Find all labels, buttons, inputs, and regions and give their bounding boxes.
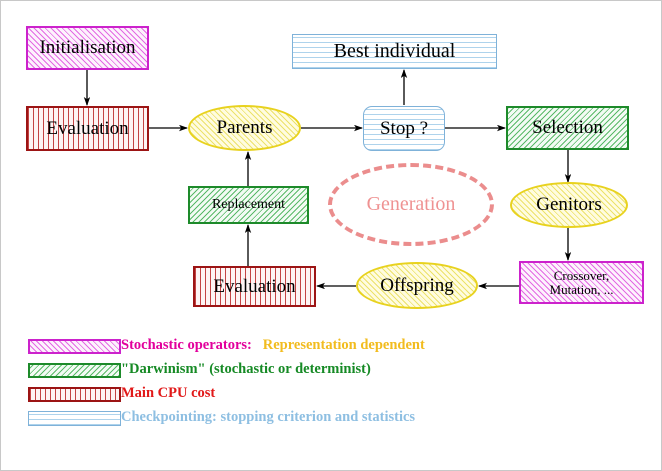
node-parents: Parents bbox=[188, 105, 301, 151]
node-genitors: Genitors bbox=[510, 182, 628, 228]
node-stop: Stop ? bbox=[363, 106, 445, 151]
legend-text-checkpointing: Checkpointing: stopping criterion and st… bbox=[121, 409, 415, 426]
legend-primary-stochastic-operators: Stochastic operators: bbox=[121, 337, 252, 353]
node-initialisation: Initialisation bbox=[26, 26, 149, 70]
node-label-initialisation: Initialisation bbox=[39, 37, 136, 59]
node-label-evaluation-top: Evaluation bbox=[46, 117, 129, 139]
legend: Stochastic operators: Representation dep… bbox=[1, 337, 661, 435]
legend-swatch-main-cpu-cost bbox=[28, 387, 121, 402]
node-label-crossover-mutation: Crossover, Mutation, ... bbox=[549, 267, 614, 297]
legend-swatch-darwinism bbox=[28, 363, 121, 378]
node-label-selection: Selection bbox=[532, 117, 603, 139]
node-replacement: Replacement bbox=[188, 186, 309, 224]
node-label-offspring: Offspring bbox=[380, 274, 454, 296]
legend-swatch-stochastic-operators bbox=[28, 339, 121, 354]
legend-text-darwinism: "Darwinism" (stochastic or determinist) bbox=[121, 361, 371, 378]
legend-gap bbox=[252, 337, 263, 353]
legend-row-stochastic-operators: Stochastic operators: Representation dep… bbox=[1, 337, 661, 363]
node-evaluation-top: Evaluation bbox=[26, 106, 149, 151]
legend-text-stochastic-operators: Stochastic operators: Representation dep… bbox=[121, 337, 425, 354]
node-label-replacement: Replacement bbox=[211, 196, 286, 212]
node-label-best-individual: Best individual bbox=[333, 40, 456, 62]
legend-text-main-cpu-cost: Main CPU cost bbox=[121, 385, 215, 402]
legend-row-darwinism: "Darwinism" (stochastic or determinist) bbox=[1, 361, 661, 387]
node-label-stop: Stop ? bbox=[379, 117, 429, 139]
legend-secondary-stochastic-operators: Representation dependent bbox=[262, 337, 425, 353]
legend-primary-darwinism: "Darwinism" (stochastic or determinist) bbox=[121, 361, 371, 377]
legend-row-checkpointing: Checkpointing: stopping criterion and st… bbox=[1, 409, 661, 435]
node-generation: Generation bbox=[328, 163, 494, 246]
node-label-evaluation-bottom: Evaluation bbox=[213, 275, 296, 297]
legend-row-main-cpu-cost: Main CPU cost bbox=[1, 385, 661, 411]
legend-swatch-checkpointing bbox=[28, 411, 121, 426]
node-selection: Selection bbox=[506, 106, 629, 150]
node-crossover-mutation: Crossover, Mutation, ... bbox=[519, 261, 644, 304]
node-label-generation: Generation bbox=[366, 193, 456, 215]
node-offspring: Offspring bbox=[356, 262, 478, 309]
node-label-parents: Parents bbox=[216, 117, 273, 139]
node-evaluation-bottom: Evaluation bbox=[193, 266, 316, 307]
node-best-individual: Best individual bbox=[292, 34, 497, 69]
legend-primary-main-cpu-cost: Main CPU cost bbox=[121, 385, 216, 401]
legend-primary-checkpointing: Checkpointing: stopping criterion and st… bbox=[121, 409, 416, 425]
node-label-genitors: Genitors bbox=[536, 194, 602, 216]
